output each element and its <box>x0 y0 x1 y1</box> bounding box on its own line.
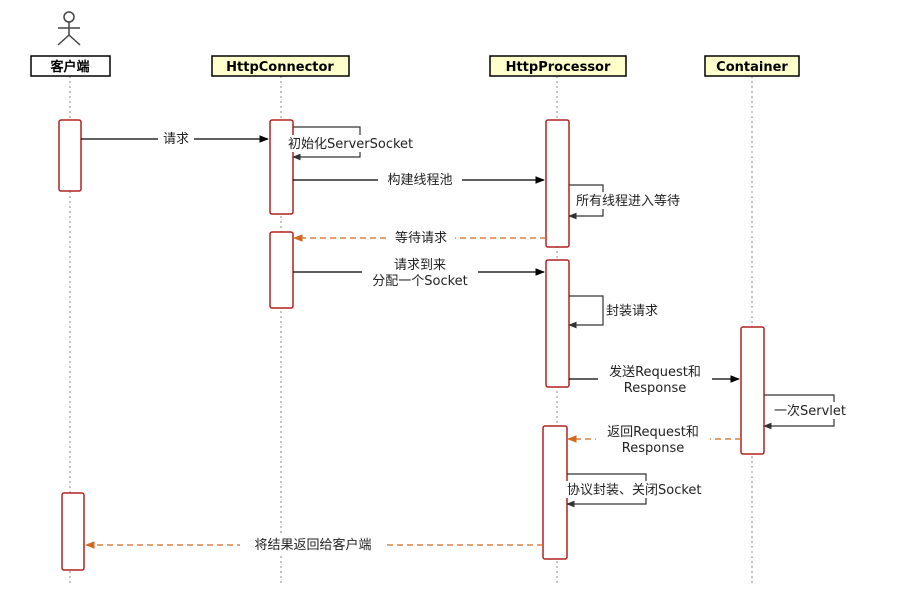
activation-processor-2 <box>545 259 570 388</box>
participant-container-label: Container <box>716 60 788 75</box>
participant-connector: HttpConnector <box>211 55 350 77</box>
message-request-arrives-line2: 分配一个Socket <box>372 274 468 289</box>
participant-container: Container <box>704 55 800 77</box>
message-return-result: 将结果返回给客户端 <box>85 536 543 553</box>
message-wrap-request: 封装请求 <box>568 295 671 329</box>
activation-bars <box>58 119 765 571</box>
activation-connector-1 <box>269 119 294 215</box>
message-wait-request: 等待请求 <box>293 229 546 246</box>
activation-processor-1 <box>545 119 570 248</box>
message-request-label: 请求 <box>163 132 189 147</box>
message-one-servlet-label: 一次Servlet <box>774 403 846 419</box>
message-protocol-wrap-close: 协议封装、关闭Socket <box>566 473 726 508</box>
activation-processor-3 <box>542 425 568 560</box>
message-init-server-socket-label: 初始化ServerSocket <box>288 137 413 152</box>
message-send-request-response: 发送Request和 Response <box>569 363 740 397</box>
activation-connector-2 <box>269 231 294 309</box>
participant-client-label: 客户端 <box>50 59 89 75</box>
lifelines <box>69 76 753 585</box>
message-return-request-response-line2: Response <box>622 441 684 456</box>
message-protocol-wrap-close-label: 协议封装、关闭Socket <box>567 483 702 498</box>
message-build-thread-pool-label: 构建线程池 <box>387 173 452 188</box>
message-request: 请求 <box>81 130 269 147</box>
message-init-server-socket: 初始化ServerSocket <box>287 126 435 161</box>
message-build-thread-pool: 构建线程池 <box>293 171 545 188</box>
message-one-servlet: 一次Servlet <box>763 394 858 430</box>
message-wait-request-label: 等待请求 <box>395 230 447 246</box>
message-return-request-response-line1: 返回Request和 <box>607 425 699 440</box>
activation-container-1 <box>740 326 765 455</box>
participant-client: 客户端 <box>30 55 111 77</box>
message-wrap-request-label: 封装请求 <box>606 304 658 319</box>
message-send-request-response-line1: 发送Request和 <box>609 364 701 380</box>
message-return-result-label: 将结果返回给客户端 <box>254 537 371 553</box>
participant-processor: HttpProcessor <box>489 55 627 77</box>
participant-processor-label: HttpProcessor <box>506 60 611 75</box>
message-request-arrives: 请求到来 分配一个Socket <box>293 256 545 290</box>
message-request-arrives-line1: 请求到来 <box>394 258 446 273</box>
activation-client-1 <box>58 119 82 192</box>
message-return-request-response: 返回Request和 Response <box>567 423 741 457</box>
activation-client-2 <box>61 492 85 571</box>
message-send-request-response-line2: Response <box>624 381 686 396</box>
message-threads-wait: 所有线程进入等待 <box>568 184 703 220</box>
message-threads-wait-label: 所有线程进入等待 <box>576 193 680 209</box>
actor-stick-figure-icon <box>57 11 81 46</box>
participant-connector-label: HttpConnector <box>226 60 334 75</box>
